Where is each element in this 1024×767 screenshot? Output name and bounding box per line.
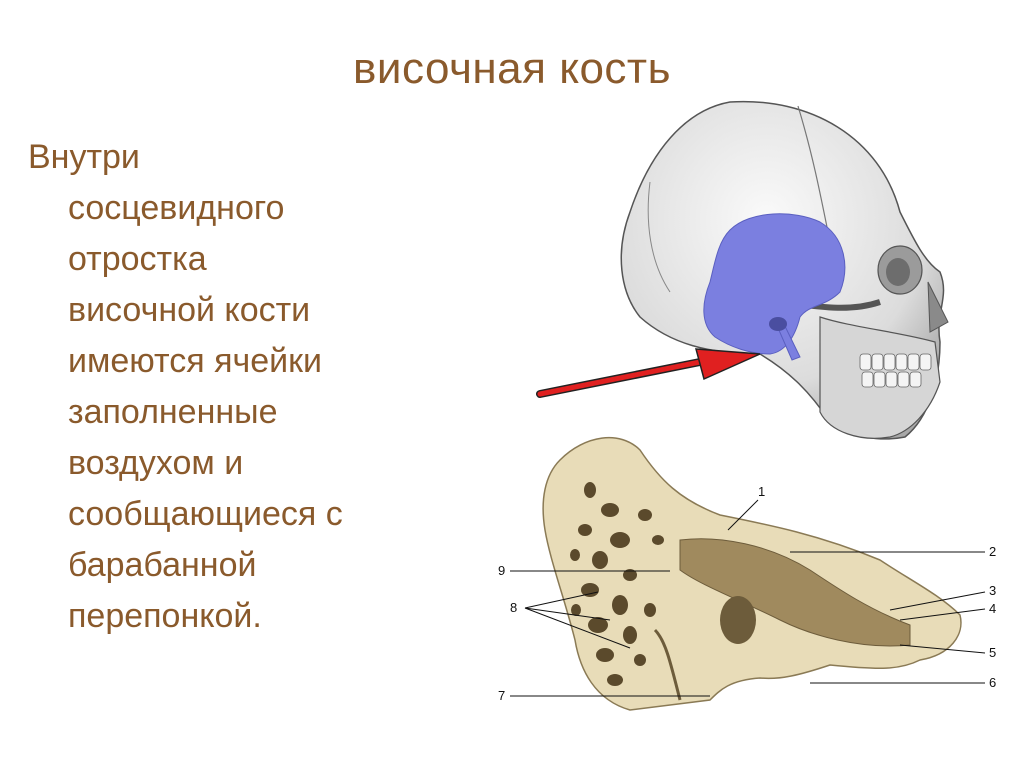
body-text: Внутри сосцевидного отростка височной ко… xyxy=(28,132,468,642)
slide-title: височная кость xyxy=(353,44,671,93)
callout-lines xyxy=(510,499,986,697)
callout-number: 4 xyxy=(989,601,996,616)
skull-lateral-view-illustration xyxy=(536,100,949,440)
callout-number: 2 xyxy=(989,544,996,559)
callout-number: 6 xyxy=(989,675,996,690)
body-line: барабанной xyxy=(68,546,257,584)
temporal-bone-section-illustration: 1 2 3 4 5 6 7 8 9 xyxy=(498,436,996,711)
body-line: отростка xyxy=(68,240,207,278)
pointer-arrow xyxy=(536,348,761,398)
callout-number: 9 xyxy=(498,563,505,578)
callout-number: 3 xyxy=(989,583,996,598)
body-line: воздухом и xyxy=(68,444,244,482)
body-line: имеются ячейки xyxy=(68,342,322,380)
callout-number: 1 xyxy=(758,484,765,499)
temporal-bone-highlight xyxy=(703,213,846,355)
body-line: перепонкой. xyxy=(68,597,262,635)
body-line: сообщающиеся с xyxy=(68,495,343,533)
callout-number: 5 xyxy=(989,645,996,660)
body-line: Внутри xyxy=(28,138,140,176)
callout-number: 8 xyxy=(510,600,517,615)
body-line: заполненные xyxy=(68,393,278,431)
body-line: сосцевидного xyxy=(68,189,285,227)
bone-section xyxy=(542,436,962,711)
callout-labels: 1 2 3 4 5 6 7 8 9 xyxy=(498,484,996,703)
body-line: височной кости xyxy=(68,291,311,329)
callout-number: 7 xyxy=(498,688,505,703)
